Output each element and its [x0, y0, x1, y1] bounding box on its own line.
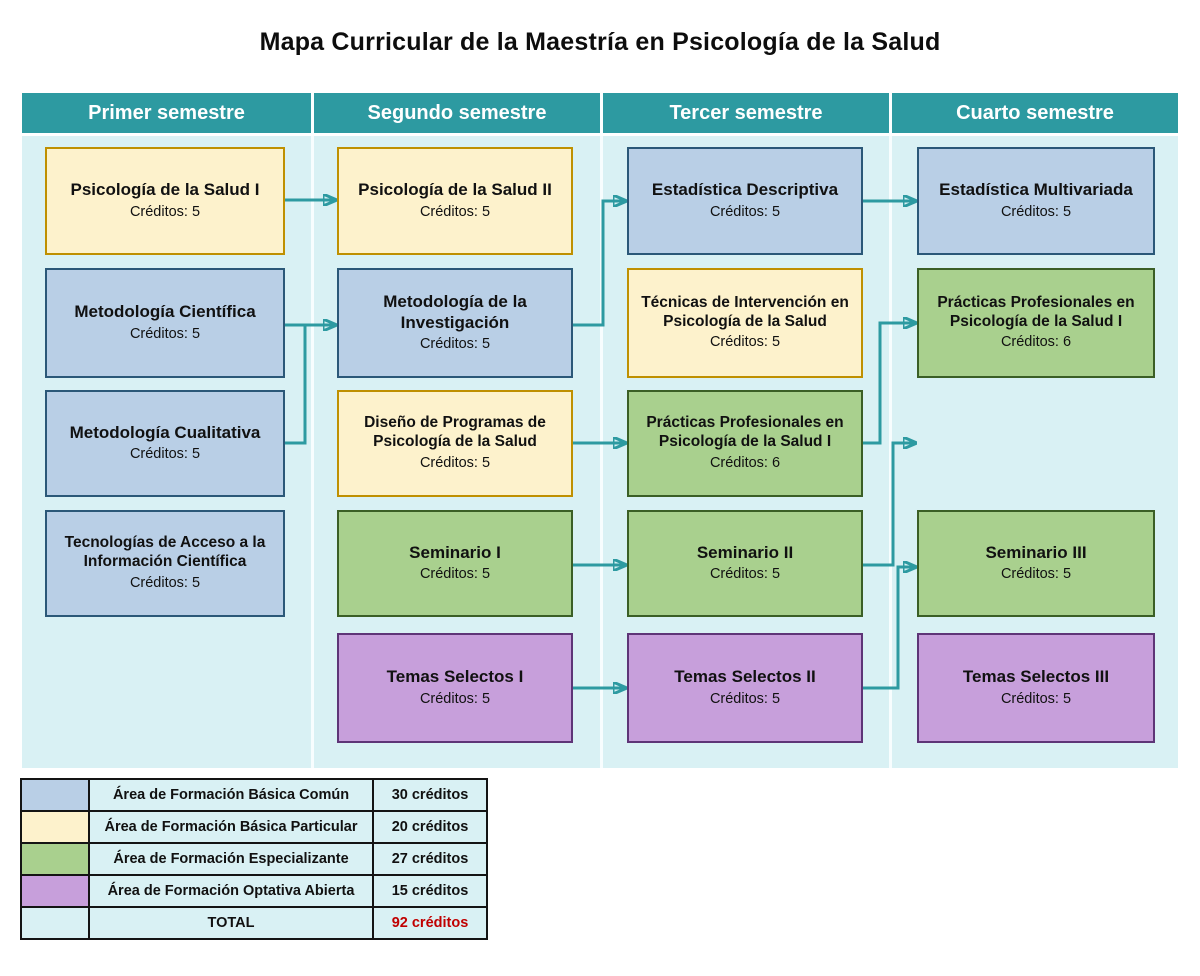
swatch-especializante [20, 842, 90, 876]
course-estadistica-multivariada: Estadística Multivariada Créditos: 5 [917, 147, 1155, 255]
page-title: Mapa Curricular de la Maestría en Psicol… [259, 28, 941, 56]
legend-label: Área de Formación Especializante [88, 842, 374, 876]
course-name: Temas Selectos I [386, 667, 524, 687]
legend-label: Área de Formación Optativa Abierta [88, 874, 374, 908]
legend-row-especializante: Área de Formación Especializante 27 créd… [20, 842, 488, 876]
course-name: Temas Selectos II [674, 667, 816, 687]
course-name: Temas Selectos III [962, 667, 1110, 687]
course-credits: Créditos: 5 [419, 566, 491, 583]
course-credits: Créditos: 5 [709, 203, 781, 220]
legend-label: Área de Formación Básica Común [88, 778, 374, 812]
course-tecnologias-acceso-informacion: Tecnologías de Acceso a la Información C… [45, 510, 285, 617]
course-credits: Créditos: 5 [1000, 690, 1072, 707]
header-tercer-semestre: Tercer semestre [603, 93, 889, 133]
swatch-total-empty [20, 906, 90, 940]
course-seminario-3: Seminario III Créditos: 5 [917, 510, 1155, 617]
course-credits: Créditos: 6 [1000, 334, 1072, 351]
course-credits: Créditos: 5 [129, 325, 201, 342]
course-seminario-1: Seminario I Créditos: 5 [337, 510, 573, 617]
course-practicas-profesionales-2: Prácticas Profesionales en Psicología de… [917, 268, 1155, 378]
course-credits: Créditos: 5 [419, 690, 491, 707]
course-temas-selectos-3: Temas Selectos III Créditos: 5 [917, 633, 1155, 743]
course-credits: Créditos: 5 [129, 203, 201, 220]
legend-row-total: TOTAL 92 créditos [20, 906, 488, 940]
course-credits: Créditos: 5 [129, 574, 201, 591]
header-primer-semestre: Primer semestre [22, 93, 311, 133]
course-name: Seminario III [985, 542, 1087, 562]
course-metodologia-investigacion: Metodología de la Investigación Créditos… [337, 268, 573, 378]
legend-credits: 27 créditos [372, 842, 488, 876]
course-name: Metodología de la Investigación [383, 291, 527, 332]
column-separator [889, 93, 892, 768]
course-diseno-programas: Diseño de Programas de Psicología de la … [337, 390, 573, 497]
swatch-basica-particular [20, 810, 90, 844]
course-name: Prácticas Profesionales en Psicología de… [646, 414, 844, 451]
course-temas-selectos-2: Temas Selectos II Créditos: 5 [627, 633, 863, 743]
course-temas-selectos-1: Temas Selectos I Créditos: 5 [337, 633, 573, 743]
course-credits: Créditos: 5 [1000, 203, 1072, 220]
swatch-optativa [20, 874, 90, 908]
legend-label-total: TOTAL [88, 906, 374, 940]
course-credits: Créditos: 6 [709, 454, 781, 471]
course-name: Metodología Científica [74, 302, 256, 322]
course-name: Tecnologías de Acceso a la Información C… [64, 534, 266, 571]
column-separator [311, 93, 314, 768]
course-tecnicas-intervencion: Técnicas de Intervención en Psicología d… [627, 268, 863, 378]
legend-credits: 15 créditos [372, 874, 488, 908]
course-seminario-2: Seminario II Créditos: 5 [627, 510, 863, 617]
course-name: Prácticas Profesionales en Psicología de… [937, 293, 1135, 330]
course-credits: Créditos: 5 [129, 446, 201, 463]
course-name: Estadística Descriptiva [651, 180, 839, 200]
course-estadistica-descriptiva: Estadística Descriptiva Créditos: 5 [627, 147, 863, 255]
course-practicas-profesionales-1: Prácticas Profesionales en Psicología de… [627, 390, 863, 497]
course-credits: Créditos: 5 [419, 454, 491, 471]
course-name: Metodología Cualitativa [69, 422, 261, 442]
course-credits: Créditos: 5 [709, 566, 781, 583]
course-name: Psicología de la Salud I [70, 180, 260, 200]
course-name: Seminario I [409, 542, 501, 562]
course-credits: Créditos: 5 [419, 336, 491, 353]
course-credits: Créditos: 5 [709, 690, 781, 707]
course-psicologia-de-la-salud-2: Psicología de la Salud II Créditos: 5 [337, 147, 573, 255]
course-credits: Créditos: 5 [709, 334, 781, 351]
course-psicologia-de-la-salud-1: Psicología de la Salud I Créditos: 5 [45, 147, 285, 255]
course-name: Técnicas de Intervención en Psicología d… [641, 293, 849, 330]
course-name: Psicología de la Salud II [358, 180, 552, 200]
legend-row-basica-particular: Área de Formación Básica Particular 20 c… [20, 810, 488, 844]
swatch-basica-comun [20, 778, 90, 812]
course-metodologia-cualitativa: Metodología Cualitativa Créditos: 5 [45, 390, 285, 497]
course-credits: Créditos: 5 [1000, 566, 1072, 583]
legend-credits: 20 créditos [372, 810, 488, 844]
curriculum-diagram: Primer semestre Segundo semestre Tercer … [22, 93, 1178, 768]
course-name: Seminario II [696, 542, 794, 562]
legend-total-credits: 92 créditos [372, 906, 488, 940]
course-credits: Créditos: 5 [419, 203, 491, 220]
course-metodologia-cientifica: Metodología Científica Créditos: 5 [45, 268, 285, 378]
legend-label: Área de Formación Básica Particular [88, 810, 374, 844]
legend-row-optativa: Área de Formación Optativa Abierta 15 cr… [20, 874, 488, 908]
header-segundo-semestre: Segundo semestre [314, 93, 600, 133]
legend-row-basica-comun: Área de Formación Básica Común 30 crédit… [20, 778, 488, 812]
legend-credits: 30 créditos [372, 778, 488, 812]
course-name: Diseño de Programas de Psicología de la … [364, 414, 546, 451]
header-cuarto-semestre: Cuarto semestre [892, 93, 1178, 133]
column-separator [600, 93, 603, 768]
credit-legend-table: Área de Formación Básica Común 30 crédit… [20, 778, 488, 940]
course-name: Estadística Multivariada [939, 180, 1133, 200]
